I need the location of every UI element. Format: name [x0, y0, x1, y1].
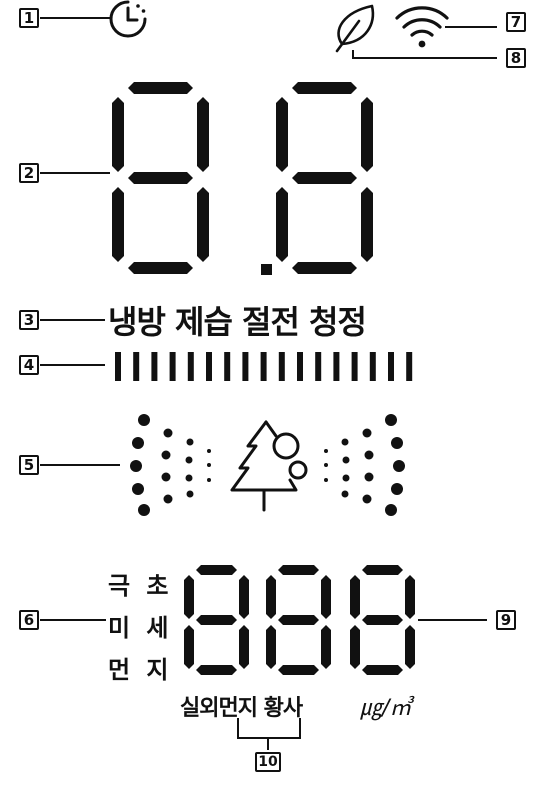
level-bar-segment [133, 352, 140, 381]
level-bar-segment [206, 352, 212, 381]
callout-2: 2 [19, 163, 39, 183]
level-bar-segment [388, 352, 394, 381]
callout-1: 1 [19, 8, 39, 28]
level-bar-segment [242, 352, 249, 381]
pm-label-3: 먼 지 [108, 656, 173, 684]
decimal-point [261, 264, 272, 275]
big-digit-1 [112, 82, 209, 274]
callout-9: 9 [496, 610, 516, 630]
level-bar-segment [187, 352, 194, 381]
level-bar-segment [406, 352, 413, 381]
callout-4: 4 [19, 355, 39, 375]
leaf-icon [335, 4, 375, 53]
mode-labels: 냉방 제습 절전 청정 [108, 303, 367, 341]
wifi-icon [395, 6, 449, 48]
dust-mode-labels: 실외먼지 황사 [180, 696, 303, 721]
leader-line-8 [352, 50, 497, 59]
level-bar-segment [297, 352, 303, 381]
level-bar [115, 352, 413, 381]
small-digit-1 [184, 565, 249, 675]
callout-6: 6 [19, 610, 39, 630]
small-digit-2 [266, 565, 331, 675]
callout-8: 8 [506, 48, 526, 68]
level-bar-segment [351, 352, 358, 381]
callout-10: 10 [255, 752, 281, 772]
pm-label-1: 극 초 [108, 572, 173, 600]
level-bar-segment [333, 352, 340, 381]
level-bar-segment [151, 352, 158, 381]
level-bar-segment [224, 352, 231, 381]
pm-label-2: 미 세 [108, 614, 173, 642]
level-bar-segment [369, 352, 376, 381]
particles-icon [130, 414, 405, 516]
big-digit-2 [276, 82, 373, 274]
callout-7: 7 [506, 12, 526, 32]
unit-label: ㎍/㎥ [360, 696, 412, 721]
level-bar-segment [260, 352, 267, 381]
callout-5: 5 [19, 455, 39, 475]
level-bar-segment [115, 352, 121, 381]
small-digit-3 [350, 565, 415, 675]
timer-icon [109, 0, 147, 38]
callout-3: 3 [19, 310, 39, 330]
level-bar-segment [278, 352, 285, 381]
tree-icon [230, 420, 308, 512]
level-bar-segment [169, 352, 176, 381]
level-bar-segment [315, 352, 322, 381]
